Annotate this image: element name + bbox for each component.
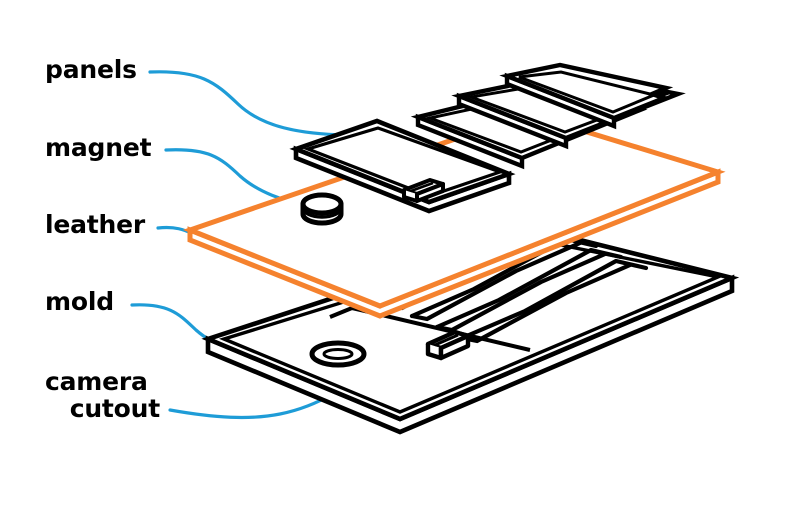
top-panel-face xyxy=(289,118,516,205)
mold-magnet-hole xyxy=(309,340,367,368)
label-camera-cutout-line1: camera xyxy=(45,367,148,396)
label-panels: panels xyxy=(45,55,137,84)
label-leather: leather xyxy=(45,210,146,239)
top-panel-camera-cutout xyxy=(402,178,445,203)
mold-body xyxy=(201,225,740,435)
label-camera-cutout-line2: cutout xyxy=(69,394,160,423)
label-magnet: magnet xyxy=(45,133,152,162)
leader-panels xyxy=(148,70,347,137)
magnet-disc xyxy=(300,192,344,226)
strip-panel-3 xyxy=(499,62,674,130)
panels-layer xyxy=(289,62,686,226)
top-panel-inner-rim xyxy=(303,126,505,198)
mold-shelf-edge xyxy=(329,306,531,352)
top-panel xyxy=(289,118,516,214)
strip-panel-3-inner xyxy=(518,70,659,114)
label-mold: mold xyxy=(45,287,114,316)
